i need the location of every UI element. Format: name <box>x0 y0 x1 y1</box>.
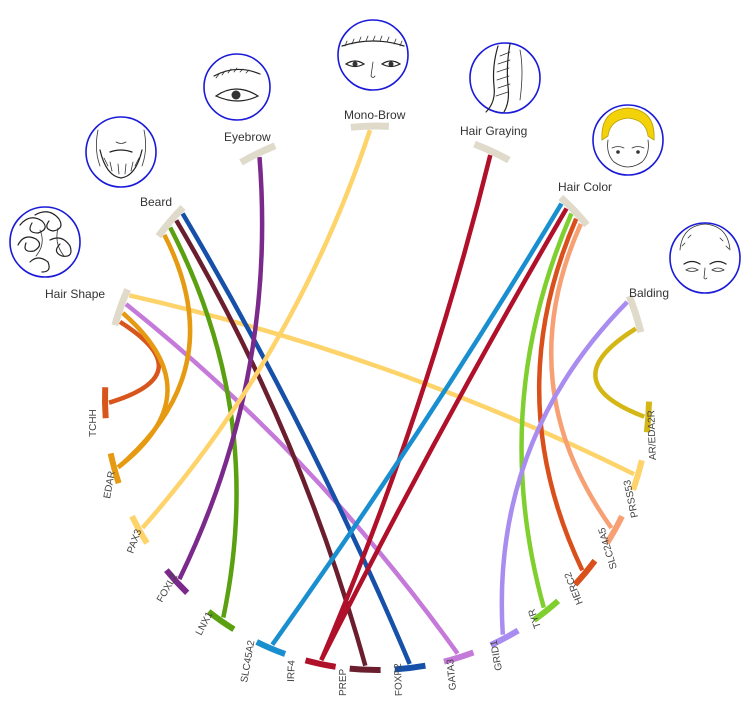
gene-label-prep: PREP <box>338 668 349 696</box>
eyebrow-icon <box>203 53 271 121</box>
trait-bar-balding <box>625 294 645 334</box>
link-beard-prep <box>174 219 368 667</box>
link-hair-color-slc24a5 <box>548 222 614 530</box>
trait-bar-hair-shape <box>111 288 131 327</box>
trait-bar-beard <box>155 204 186 239</box>
link-beard-edar <box>116 233 193 470</box>
gene-bar-irf4 <box>304 657 337 670</box>
balding-icon <box>669 222 741 294</box>
gene-bar-pax3 <box>129 514 150 545</box>
gene-label-tchh: TCHH <box>88 409 99 437</box>
gene-bar-slc24a5 <box>604 514 625 545</box>
link-hair-shape-tchh <box>108 319 162 405</box>
trait-label-hair-shape: Hair Shape <box>45 287 105 301</box>
trait-bar-hair-graying <box>473 140 511 164</box>
mono-brow-icon <box>337 19 409 91</box>
beard-icon <box>85 116 157 188</box>
gene-label-edar: EDAR <box>102 470 118 499</box>
gene-bar-foxp2 <box>394 662 426 673</box>
trait-label-beard: Beard <box>140 195 172 209</box>
trait-bar-mono-brow <box>350 122 390 131</box>
gene-bar-ar-eda2r <box>643 401 652 433</box>
gene-bar-grid1 <box>489 627 520 648</box>
link-hair-graying-irf4 <box>319 154 493 661</box>
link-hair-shape-gata3 <box>124 302 460 655</box>
gene-bar-lnx1 <box>206 609 236 632</box>
trait-bar-hair-color <box>558 194 590 228</box>
trait-label-hair-color: Hair Color <box>558 180 612 194</box>
gene-label-lnx1: LNX1 <box>194 610 216 638</box>
link-beard-lnx1 <box>168 226 239 618</box>
link-hair-color-slc45a2 <box>270 202 564 647</box>
gene-bar-slc45a2 <box>255 639 287 657</box>
links-layer <box>108 129 646 667</box>
gene-bar-tyr <box>532 598 561 623</box>
gene-bar-foxl2 <box>164 568 190 595</box>
gray-hair-icon <box>469 42 541 114</box>
gene-bar-edar <box>107 452 122 485</box>
link-mono-brow-pax3 <box>140 129 373 530</box>
link-hair-color-herc2 <box>536 217 585 572</box>
gene-bar-herc2 <box>572 558 598 587</box>
link-balding-ar-eda2r <box>593 326 646 419</box>
gene-label-foxp2: FOXP2 <box>393 663 405 697</box>
trait-label-eyebrow: Eyebrow <box>224 130 271 144</box>
gene-label-gata3: GATA3 <box>445 658 459 691</box>
gene-label-irf4: IRF4 <box>286 660 298 682</box>
gene-bars-layer <box>101 387 652 674</box>
gene-bar-prss53 <box>630 459 645 491</box>
trait-bars-layer <box>111 122 645 334</box>
gene-label-ar-eda2r: AR/EDA2R <box>646 410 659 460</box>
link-eyebrow-foxl2 <box>177 156 265 581</box>
curly-hair-icon <box>9 206 81 278</box>
trait-bar-eyebrow <box>239 142 277 166</box>
gene-bar-prep <box>349 665 381 674</box>
link-balding-grid1 <box>499 300 629 635</box>
trait-label-hair-graying: Hair Graying <box>460 124 527 138</box>
gene-label-foxl2: FOXL2 <box>155 571 181 604</box>
gene-bar-gata3 <box>443 649 475 665</box>
link-hair-color-tyr <box>519 212 574 609</box>
link-hair-color-irf4 <box>319 207 569 662</box>
hair-color-icon <box>592 104 664 176</box>
trait-label-balding: Balding <box>629 286 669 300</box>
gene-bar-tchh <box>101 387 109 419</box>
gene-label-slc45a2: SLC45A2 <box>239 639 257 683</box>
link-beard-foxp2 <box>180 212 412 665</box>
gene-label-grid1: GRID1 <box>489 639 505 671</box>
gene-label-pax3: PAX3 <box>125 528 144 556</box>
gene-label-prss53: PRSS53 <box>622 478 641 518</box>
trait-label-mono-brow: Mono-Brow <box>344 108 406 122</box>
